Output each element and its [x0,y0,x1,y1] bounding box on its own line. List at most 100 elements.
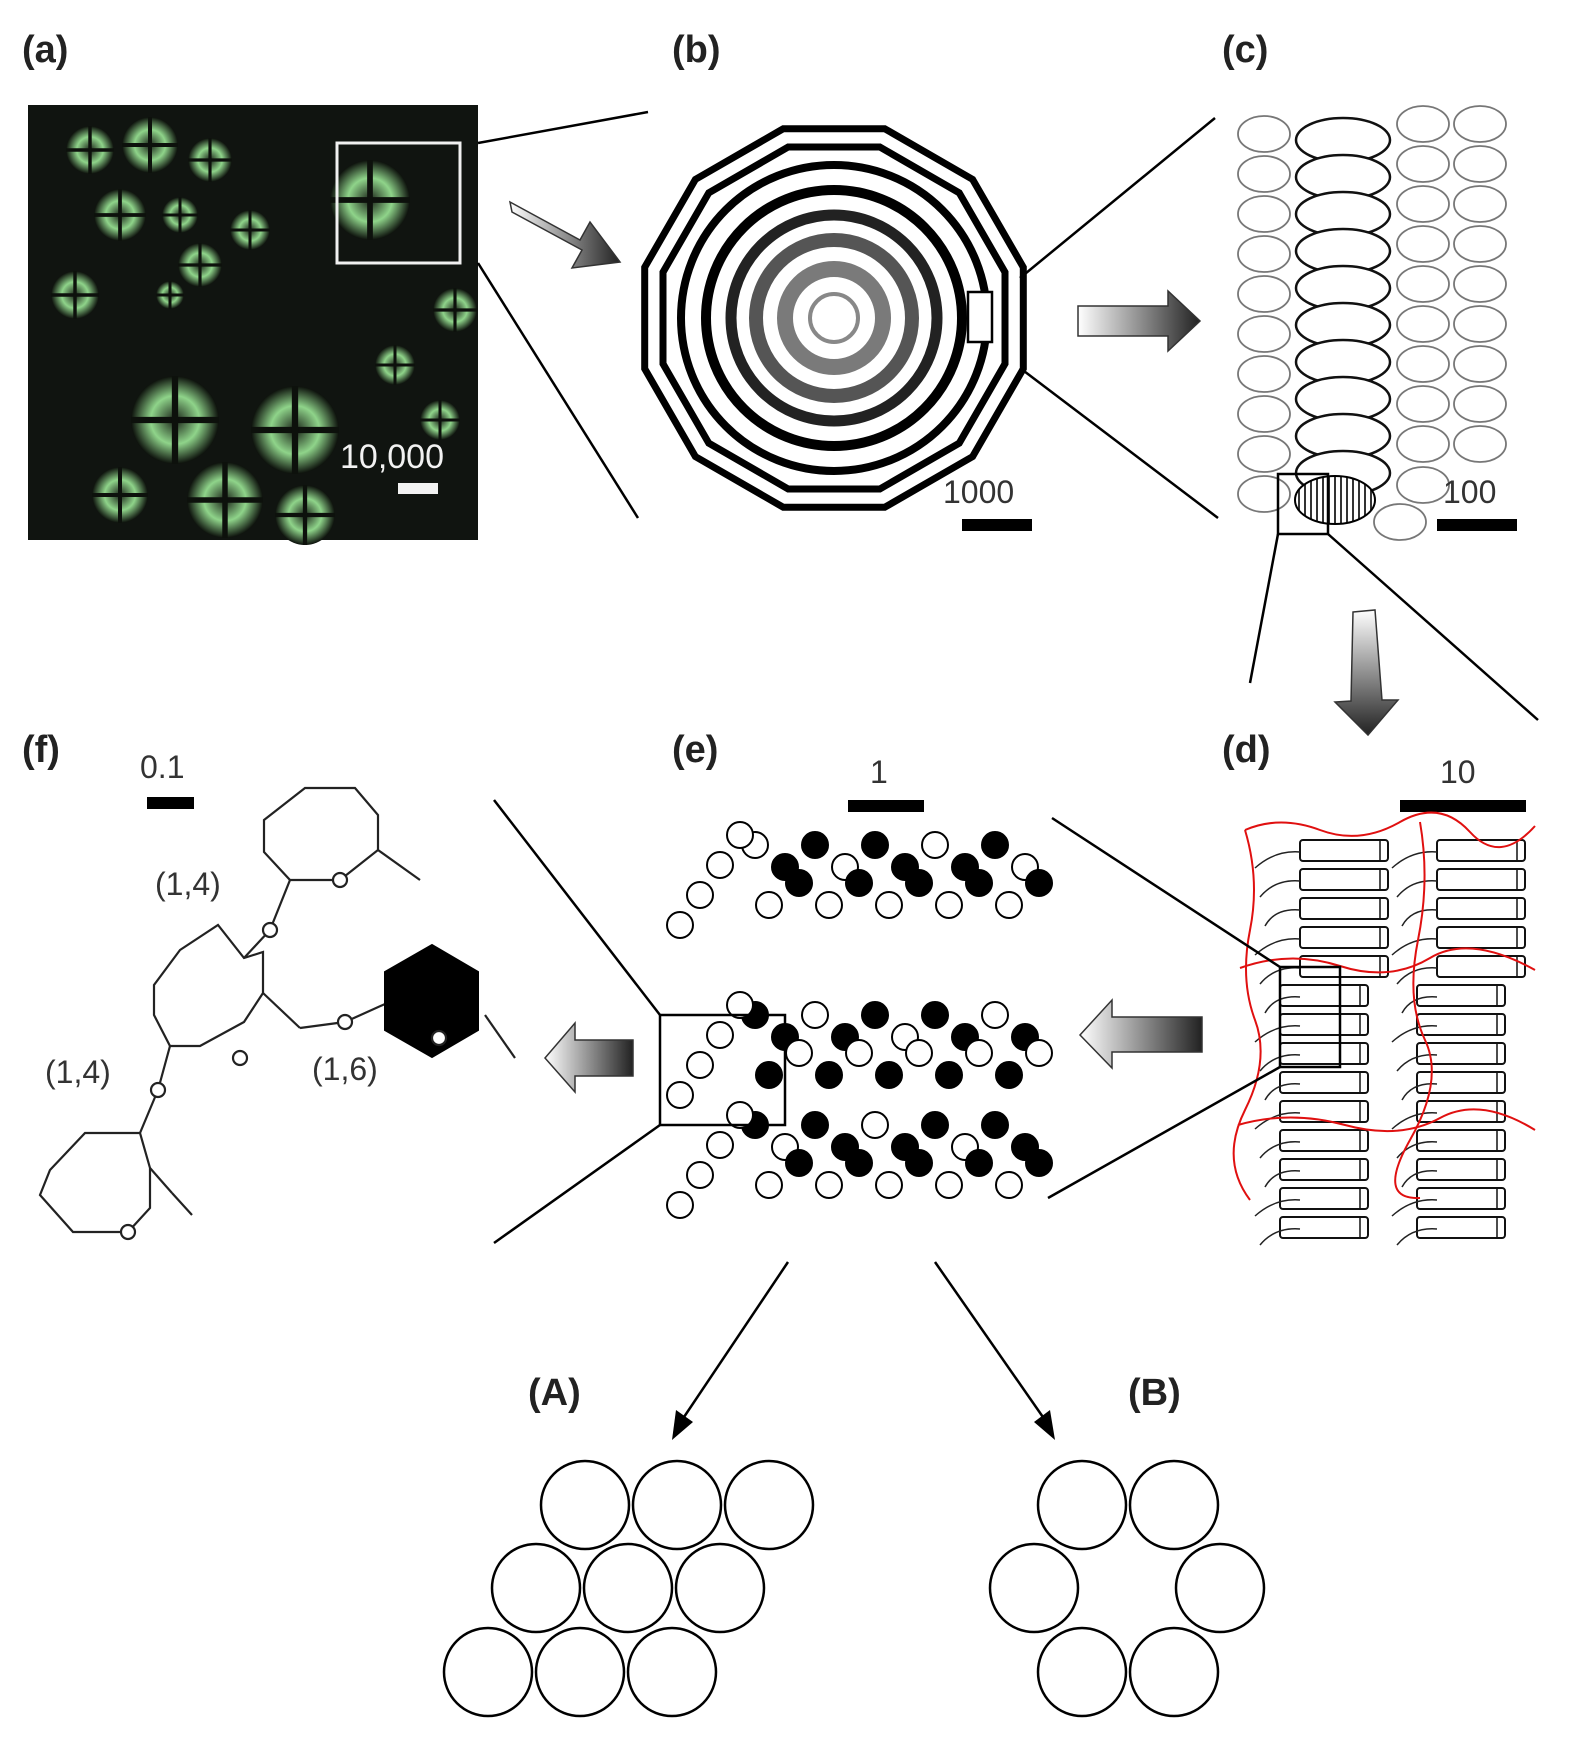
oxygen-atom [231,1049,249,1067]
blocklet-small [1453,145,1507,183]
arrow-head [1034,1410,1055,1440]
blocklet-small [1237,355,1291,393]
zoom-line [1327,533,1539,721]
helix-bead [785,1039,813,1067]
helix-bead [1025,1149,1053,1177]
granule [330,160,410,240]
oxygen-atom [261,921,279,939]
helix-bead [801,831,829,859]
helix-circle-B [1036,1459,1128,1551]
helix-bead [845,869,873,897]
granule [156,281,184,309]
arrow-b-to-c [1077,289,1202,353]
zoom-line [493,1123,661,1245]
zoom-line [493,799,661,1016]
arrow-c-to-d [1333,609,1400,737]
helix-bead [815,891,843,919]
blocklet-small [1396,345,1450,383]
crystal-cylinder [1416,1216,1506,1239]
amylopectin-chain [1391,1112,1438,1130]
helix-bead [726,821,754,849]
blocklet-small [1237,475,1291,513]
arrow-e-to-A [680,1261,790,1421]
helix-bead [755,891,783,919]
amylopectin-chain [1254,1025,1301,1043]
branch-glucose-ring [384,943,479,1059]
amylopectin-chain [1401,1170,1438,1188]
granule [188,138,232,182]
helix-bead [921,1001,949,1029]
helix-bead [965,1039,993,1067]
helix-bead [686,881,714,909]
helix-bead [921,831,949,859]
blocklet-small [1237,275,1291,313]
scale-d-bar [1400,800,1526,812]
amylopectin-chain [1401,909,1438,927]
scale-a-bar [398,483,438,494]
panel-c-blocklets [1237,105,1507,541]
amylopectin-chain [1254,1199,1301,1217]
arrow-head [672,1410,693,1440]
red-chain [1239,947,1536,974]
helix-bead [815,1061,843,1089]
scale-a-value: 10,000 [340,438,444,476]
helix-bead [981,831,1009,859]
helix-circle-B [1036,1626,1128,1718]
amylopectin-chain [1396,1228,1438,1246]
helix-bead [686,1161,714,1189]
helix-bead [875,1171,903,1199]
blocklet-small [1453,225,1507,263]
blocklet-small [1396,225,1450,263]
granule [187,462,263,538]
helix-circle-B [1128,1459,1220,1551]
helix-bead [686,1051,714,1079]
crystal-cylinder [1279,1129,1369,1152]
helix-bead [921,1111,949,1139]
crystal-cylinder [1279,1216,1369,1239]
panel-f-molecule: 0.1 (1,4) (1,4) (1,6) [38,749,516,1241]
helix-bead [845,1039,873,1067]
glucose-ring-top [262,786,380,882]
helix-bead [981,1001,1009,1029]
crystal-cylinder [1436,868,1526,891]
crystal-cylinder [1279,1187,1369,1210]
helix-circle-A [723,1459,815,1551]
oxygen-atom [430,1029,448,1047]
panel-b-rings: 1000 [641,125,1032,531]
blocklet-selection-box [1276,472,1330,536]
granule-group [51,117,477,545]
linkage-branch-label: (1,6) [312,1051,378,1087]
helix-bead [981,1111,1009,1139]
crystal-cylinder [1436,926,1526,949]
arrow-a-to-b [508,200,622,269]
helix-circle-A [582,1542,674,1634]
amylopectin-chain [1254,851,1301,869]
crystal-cylinder [1416,1042,1506,1065]
amylopectin-chain [1391,938,1438,956]
blocklet-small [1453,345,1507,383]
blocklet-small [1373,503,1427,541]
helix-bead [905,1039,933,1067]
crystal-cylinder [1299,868,1389,891]
arrow-e-to-B [933,1261,1047,1421]
helix-bead [905,869,933,897]
crystal-cylinder [1416,1158,1506,1181]
helix-bead [706,1021,734,1049]
granule [122,117,178,173]
granule [275,485,335,545]
zoom-line [1047,1065,1281,1200]
crystal-cylinder [1279,1013,1369,1036]
blocklet-small [1396,185,1450,223]
zoom-line [476,262,640,519]
scale-d-value: 10 [1440,754,1476,790]
ring-growth [749,233,919,403]
scale-c-value: 100 [1443,474,1496,510]
blocklet-small [1396,145,1450,183]
zoom-line [1051,816,1281,969]
panel-f-label: (f) [22,729,60,771]
helix-bead [785,1149,813,1177]
crystal-cylinder [1416,1129,1506,1152]
panel-d-lamellae: 10 [1232,754,1536,1246]
granule [51,271,99,319]
helix-bead [935,1171,963,1199]
